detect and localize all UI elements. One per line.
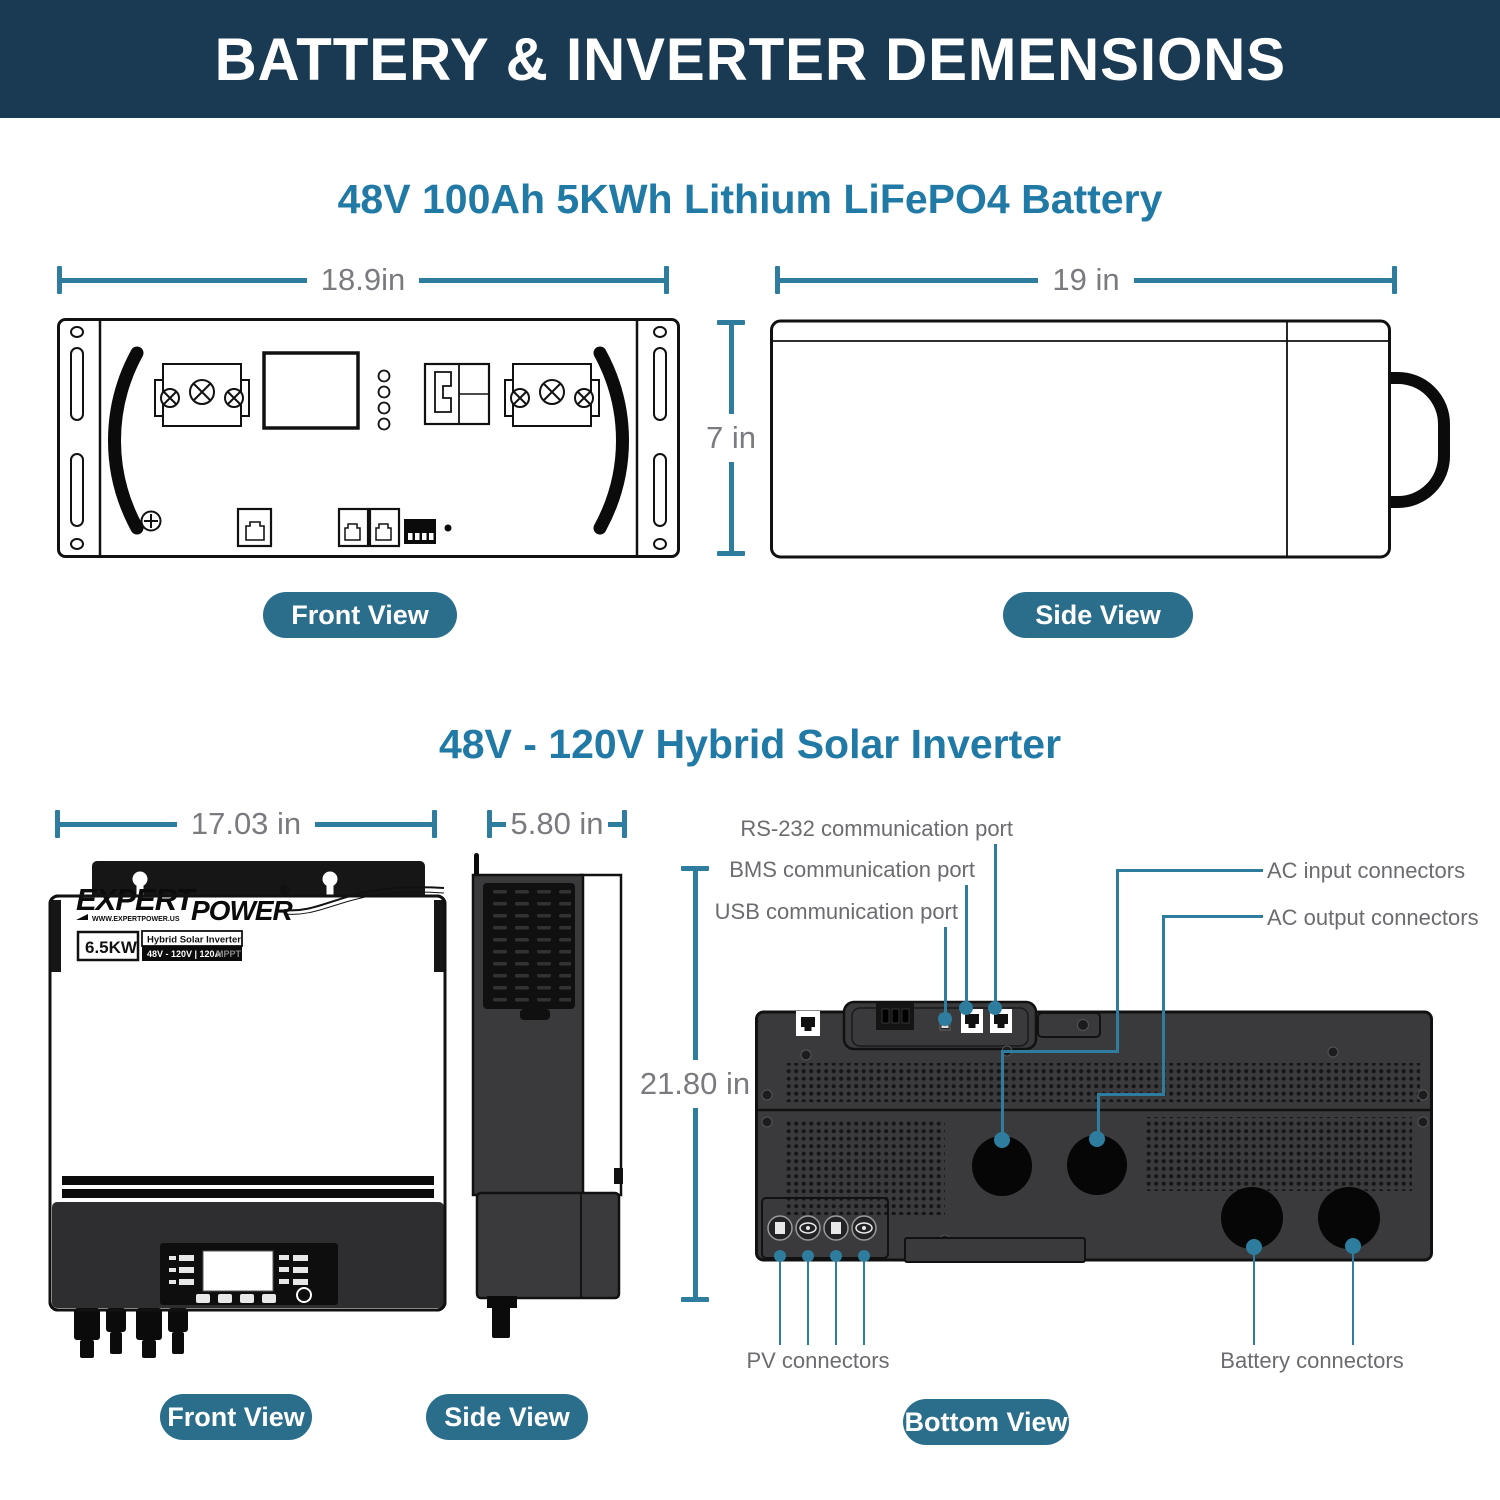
inverter-section-title: 48V - 120V Hybrid Solar Inverter: [438, 721, 1062, 767]
keyhole-icon: [132, 871, 338, 899]
battery-display: [262, 351, 360, 430]
logo-power: POWER: [191, 895, 294, 926]
callout-bms: BMS communication port: [729, 857, 975, 882]
battery-side-width-dimension: 19 in: [775, 262, 1398, 298]
power-badge: 6.5KW Hybrid Solar Inverter 48V - 120V |…: [76, 930, 243, 962]
ethernet-port: [796, 1011, 820, 1036]
bottom-plate: [904, 1237, 1086, 1263]
handle-left: [108, 346, 144, 535]
inverter-bottom-view-label: Bottom View: [903, 1399, 1069, 1445]
rs232-rj45-port: [990, 1009, 1012, 1033]
battery-front-width-value: 18.9in: [320, 262, 406, 297]
leader-ac-output: [1163, 915, 1263, 918]
inverter-front-width-dimension: 17.03 in: [55, 806, 438, 842]
battery-side-view-drawing: [770, 318, 1460, 565]
leader-rs232: [994, 844, 997, 1004]
battery-height-value: 7 in: [706, 420, 756, 455]
breaker: [423, 362, 491, 426]
pv-connector-box: [761, 1197, 889, 1259]
cable: [487, 1296, 517, 1308]
leader-ac-input: [1117, 869, 1263, 872]
inverter-height-value: 21.80 in: [639, 1066, 751, 1101]
page-header: BATTERY & INVERTER DEMENSIONS: [0, 0, 1500, 118]
rj45-port-single: [236, 507, 273, 548]
battery-front-view-drawing: [57, 318, 680, 563]
badge-line2: 48V - 120V | 120A: [147, 949, 222, 959]
callout-pv: PV connectors: [746, 1348, 890, 1373]
logo-reg-mark: ®: [280, 882, 290, 897]
mc4-connectors: [74, 1308, 188, 1358]
brand-logo: EXPERT POWER ® WWW.EXPERTPOWER.US: [76, 882, 295, 926]
inverter-depth-dimension: 5.80 in: [487, 806, 628, 842]
logo-url: WWW.EXPERTPOWER.US: [92, 916, 180, 923]
callout-rs232: RS-232 communication port: [740, 816, 1013, 841]
leader-usb: [944, 927, 947, 1015]
battery-hole-1: [1221, 1187, 1283, 1249]
logo-expert: EXPERT: [76, 882, 198, 917]
inverter-side-view-drawing: [468, 850, 628, 1350]
ac-input-hole-1: [972, 1136, 1032, 1196]
callout-usb: USB communication port: [714, 899, 958, 924]
battery-section-title: 48V 100Ah 5KWh Lithium LiFePO4 Battery: [337, 176, 1163, 222]
led-indicators: [377, 369, 391, 431]
side-bracket: [1037, 1012, 1101, 1038]
handle-right: [593, 346, 629, 535]
callout-dots: [774, 1001, 1361, 1262]
reset-dot: [444, 524, 452, 532]
dim-cap: [664, 266, 669, 294]
badge-kw: 6.5KW: [85, 938, 138, 957]
bms-rj45-port: [961, 1009, 983, 1033]
inverter-front-view-drawing: EXPERT POWER ® WWW.EXPERTPOWER.US 6.5KW …: [48, 858, 448, 1368]
battery-side-width-value: 19 in: [1052, 262, 1120, 297]
battery-hole-2: [1318, 1187, 1380, 1249]
callout-battery: Battery connectors: [1220, 1348, 1404, 1373]
battery-front-width-dimension: 18.9in: [57, 262, 669, 298]
power-button: [296, 1287, 312, 1303]
terminal-block-2: [504, 363, 600, 427]
battery-side-view-label: Side View: [1003, 592, 1193, 638]
callout-ac-output: AC output connectors: [1267, 905, 1479, 930]
lcd-screen: [202, 1250, 274, 1292]
rj45-port-pair: [337, 507, 401, 548]
inverter-front-view-label: Front View: [160, 1394, 312, 1440]
swoosh-line: [283, 886, 445, 912]
battery-side-handle: [1364, 372, 1450, 508]
dim-cap: [57, 266, 62, 294]
dip-switch: [404, 519, 436, 544]
leader-pv: [779, 1262, 781, 1345]
control-panel: [160, 1243, 338, 1305]
mounting-ear-right: [653, 326, 667, 550]
inverter-depth-value: 5.80 in: [510, 806, 604, 841]
battery-front-view-label: Front View: [263, 592, 457, 638]
ground-symbol-icon: [140, 510, 162, 532]
badge-line2-suffix: MPPT: [216, 949, 242, 959]
comm-recess: [842, 1000, 1038, 1051]
battery-height-dimension: 7 in: [700, 320, 762, 556]
terminal-block-1: [154, 363, 250, 427]
leader-bms: [965, 885, 968, 1005]
mounting-ear-left: [70, 326, 84, 550]
callout-ac-input: AC input connectors: [1267, 858, 1466, 883]
inverter-front-width-value: 17.03 in: [190, 806, 302, 841]
badge-line1: Hybrid Solar Inverter: [147, 935, 241, 946]
ac-input-hole-2: [1067, 1135, 1127, 1195]
page-title: BATTERY & INVERTER DEMENSIONS: [214, 25, 1286, 93]
inverter-bottom-view-drawing: [755, 1000, 1445, 1270]
inverter-side-view-label: Side View: [426, 1394, 588, 1440]
leader-battery: [1253, 1253, 1255, 1345]
inverter-height-dimension: 21.80 in: [638, 866, 752, 1302]
